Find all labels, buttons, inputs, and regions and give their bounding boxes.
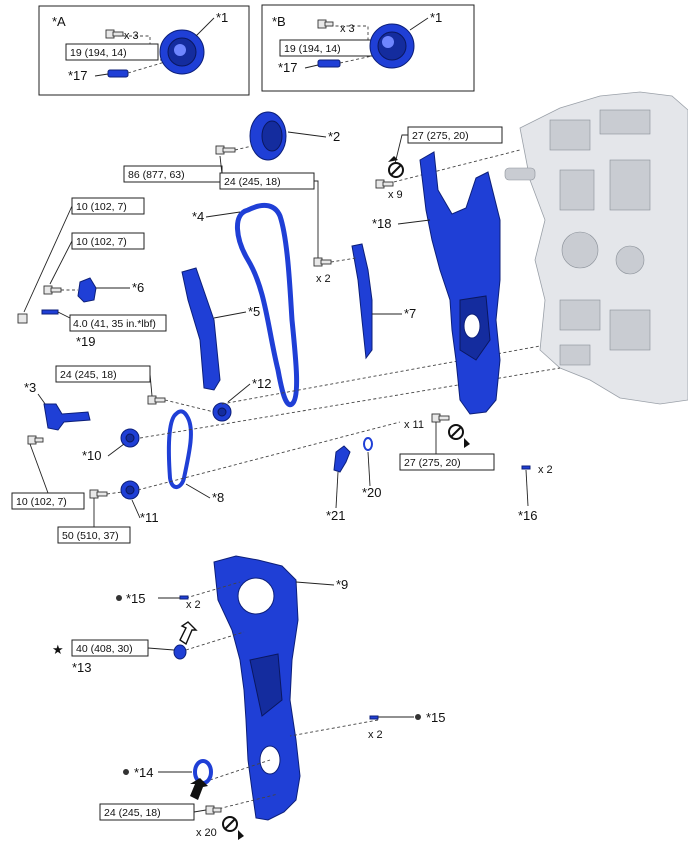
part-6-chain-tensioner	[77, 277, 97, 303]
inset-b: *B x 3 19 (194, 14) *1 *17	[261, 4, 475, 92]
inset-a-camshaft-gear	[159, 29, 205, 75]
bolt-6-icon	[43, 285, 62, 295]
part-21-bracket	[333, 445, 351, 473]
part-7-chain-guide	[351, 243, 373, 360]
bolt-86-icon	[215, 145, 236, 155]
inset-b-pin-label: *17	[278, 60, 298, 75]
callout-10: *10	[82, 448, 102, 463]
inset-b-torque: 19 (194, 14)	[284, 43, 341, 55]
bolt-lower-icon	[17, 313, 28, 324]
inset-a-pin-label: *17	[68, 68, 88, 83]
callout-21: *21	[326, 508, 346, 523]
torque-86: 86 (877, 63)	[128, 169, 185, 181]
inset-b-title: *B	[272, 14, 286, 29]
inset-b-bolt-icon	[317, 19, 334, 29]
torque-50: 50 (510, 37)	[62, 530, 119, 542]
no-reuse-icon-bottom	[448, 424, 470, 448]
part-9-timing-chain-cover	[213, 555, 301, 821]
part-15-pin-right	[369, 715, 379, 720]
part-3-camshaft-sensor	[43, 403, 91, 431]
arrow-outline-icon	[179, 621, 198, 646]
torque-27-bottom: 27 (275, 20)	[404, 457, 461, 469]
part-2-vvt-gear	[249, 111, 287, 161]
bolt-12-icon	[147, 395, 166, 405]
arrow-solid-icon	[190, 778, 208, 800]
inset-a: *A x 3 19 (194, 14) *1 *17	[38, 5, 250, 96]
callout-20: *20	[362, 485, 382, 500]
torque-4: 4.0 (41, 35 in.*lbf)	[73, 318, 156, 330]
callout-15-top: *15	[126, 591, 146, 606]
callout-3: *3	[24, 380, 36, 395]
bolt-cover-icon	[205, 805, 222, 815]
no-reuse-icon-cover	[222, 816, 244, 840]
inset-a-gear-label: *1	[216, 10, 228, 25]
part-20-ring	[363, 437, 373, 451]
torque-27-top: 27 (275, 20)	[412, 130, 469, 142]
count-x2-p15b: x 2	[368, 729, 383, 741]
count-x20: x 20	[196, 827, 217, 839]
count-x2-p15a: x 2	[186, 599, 201, 611]
part-8-balancer-chain	[166, 409, 193, 489]
part-19-plate	[41, 309, 59, 315]
torque-10-c: 10 (102, 7)	[16, 496, 67, 508]
part-18-timing-chain-case	[419, 151, 501, 415]
callout-5: *5	[248, 304, 260, 319]
count-x11: x 11	[404, 419, 424, 431]
part-11-sprocket	[120, 480, 140, 500]
inset-a-pin-icon	[107, 69, 129, 78]
torque-24-chain: 24 (245, 18)	[224, 176, 281, 188]
callout-19: *19	[76, 334, 96, 349]
callout-15-right: *15	[426, 710, 446, 725]
callout-18: *18	[372, 216, 392, 231]
callout-13: *13	[72, 660, 92, 675]
inset-a-bolt-icon	[105, 29, 124, 39]
torque-24-cover: 24 (245, 18)	[104, 807, 161, 819]
callout-4: *4	[192, 209, 204, 224]
inset-a-bolt-count: x 3	[124, 30, 139, 42]
inset-b-bolt-count: x 3	[340, 23, 355, 35]
part-13-plug	[173, 644, 187, 660]
inset-b-gear-label: *1	[430, 10, 442, 25]
part-5-tensioner-arm	[181, 267, 221, 391]
inset-b-pin-icon	[317, 59, 341, 68]
part-15-pin-top	[179, 595, 189, 600]
callout-7: *7	[404, 306, 416, 321]
callout-2: *2	[328, 129, 340, 144]
inset-b-camshaft-gear	[369, 23, 415, 69]
torque-10-b: 10 (102, 7)	[76, 236, 127, 248]
callout-11: *11	[140, 510, 159, 525]
callout-14: *14	[134, 765, 154, 780]
callout-12: *12	[252, 376, 272, 391]
part-16-pin	[521, 465, 531, 470]
bolt-18-icon	[375, 179, 394, 189]
callout-16: *16	[518, 508, 538, 523]
count-x2-p16: x 2	[538, 464, 553, 476]
bolt-11-icon	[89, 489, 108, 499]
torque-40: 40 (408, 30)	[76, 643, 133, 655]
inset-a-title: *A	[52, 14, 66, 29]
bolt-18b-icon	[431, 413, 450, 423]
count-x9: x 9	[388, 189, 403, 201]
star-icon: ★	[52, 642, 64, 657]
part-12-idler	[212, 402, 232, 422]
callout-9: *9	[336, 577, 348, 592]
part-4-timing-chain	[234, 203, 300, 408]
engine-block	[504, 91, 688, 405]
part-10-sprocket	[120, 428, 140, 448]
callout-6: *6	[132, 280, 144, 295]
callout-8: *8	[212, 490, 224, 505]
bolt-3-icon	[27, 435, 44, 445]
torque-24-guide: 24 (245, 18)	[60, 369, 117, 381]
count-x2-tens: x 2	[316, 273, 331, 285]
bolt-guide-icon	[313, 257, 332, 267]
no-reuse-icon-top	[388, 156, 404, 178]
inset-a-torque: 19 (194, 14)	[70, 47, 127, 59]
torque-10-a: 10 (102, 7)	[76, 201, 127, 213]
